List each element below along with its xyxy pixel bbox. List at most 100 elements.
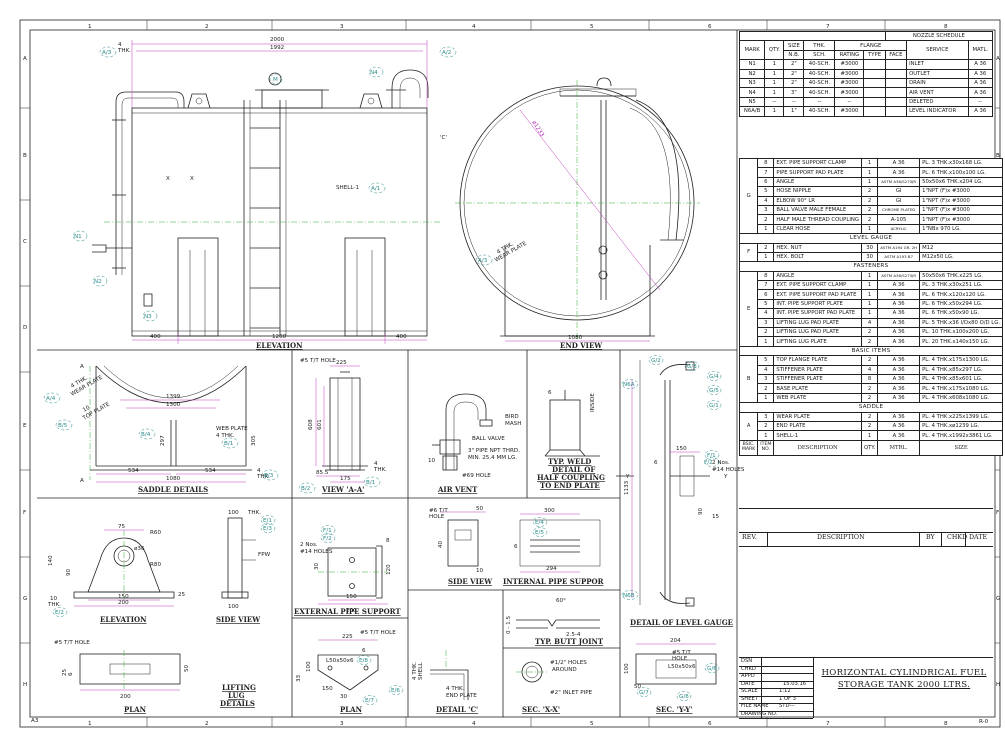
plan-support: 225 #5 T/T HOLE 6 L50x50x6 33 100 150 30… (296, 630, 404, 714)
dim-2000: 2000 (270, 37, 285, 43)
weld-detail-title-3: HALF COUPLING (537, 473, 605, 482)
svg-text:AROUND: AROUND (552, 667, 577, 673)
svg-text:A: A (80, 364, 84, 370)
revision-code: R-0 (979, 719, 989, 725)
nozzle-header-qty: QTY. (764, 40, 785, 61)
plan-support-title: PLAN (340, 705, 363, 714)
grid-row-label: H (996, 682, 1000, 688)
internal-side-view-title: SIDE VIEW (448, 577, 492, 586)
svg-text:THK.: THK. (256, 474, 270, 480)
svg-text:50: 50 (184, 664, 190, 672)
lifting-lug-elevation-title: ELEVATION (100, 615, 147, 624)
svg-text:N2: N2 (94, 279, 102, 285)
drawing-title-line-1: HORIZONTAL CYLINDRICAL FUEL (821, 668, 987, 678)
svg-text:E/5: E/5 (535, 530, 544, 536)
grid-col-label: 4 (472, 24, 476, 30)
svg-text:#5 T/T HOLE: #5 T/T HOLE (360, 630, 396, 636)
svg-text:150: 150 (346, 594, 357, 600)
grid-row-label: G (23, 596, 27, 602)
view-aa-title: VIEW 'A-A' (321, 485, 364, 494)
svg-text:G/3: G/3 (687, 364, 697, 370)
sec-xx-title: SEC. 'X-X' (522, 705, 560, 714)
weld-detail: 6 INSIDE TYP. WELD DETAIL OF HALF COUPLI… (537, 390, 605, 490)
lifting-lug-detail: 75 R60 ø36 R80 140 90 150 200 25 10 THK.… (47, 510, 276, 714)
svg-text:R60: R60 (150, 530, 161, 536)
svg-text:534: 534 (205, 468, 216, 474)
svg-text:E/7: E/7 (365, 698, 374, 704)
dim-thk: THK. (117, 48, 131, 54)
grid-col-label: 8 (944, 721, 948, 727)
bom-section-title: BASIC ITEMS (738, 345, 1004, 357)
svg-text:6: 6 (362, 648, 366, 654)
grid-row-label: D (23, 325, 27, 331)
svg-text:294: 294 (546, 566, 557, 572)
svg-text:6: 6 (654, 460, 658, 466)
nozzle-subheader-face: FACE (884, 49, 908, 61)
grid-col-label: 6 (708, 24, 712, 30)
bom-zone: G (738, 157, 759, 235)
level-gauge-detail: 1133 150 6 90 15 2 Nos. #14 HOLES G/2 G/… (616, 355, 745, 627)
svg-text:150: 150 (676, 446, 687, 452)
nozzle-schedule-title: NOZZLE SCHEDULE (884, 30, 994, 42)
end-view: ø1233 1080 A/3 4 THK. WEAR PLATE END VIE… (455, 77, 700, 350)
rev-header-date: DATE (969, 534, 988, 541)
svg-text:A/4: A/4 (46, 396, 56, 402)
internal-pipe-support: #6 T/T HOLE 50 40 SIDE VIEW 300 6 294 10… (429, 506, 604, 586)
manhole (261, 89, 323, 109)
svg-text:204: 204 (670, 638, 681, 644)
svg-text:33: 33 (296, 674, 302, 682)
nozzle-header-flange: FLANGE (834, 40, 908, 51)
nozzle-header-thk: THK. (803, 40, 836, 51)
svg-text:#14 HOLES: #14 HOLES (300, 549, 333, 555)
svg-text:N4: N4 (370, 70, 378, 76)
grid-row-label: A (23, 56, 27, 62)
revision-block: REV. DESCRIPTION BY CHKD DATE (739, 508, 993, 547)
end-view-1080: 1080 (568, 335, 583, 341)
grid-col-label: 8 (944, 24, 948, 30)
svg-text:2.5-4: 2.5-4 (566, 632, 581, 638)
svg-text:40: 40 (438, 540, 444, 548)
grid-row-label: A (996, 56, 1000, 62)
svg-text:G/6: G/6 (707, 666, 717, 672)
svg-text:4 THK.: 4 THK. (446, 686, 465, 692)
svg-text:1080: 1080 (166, 476, 181, 482)
svg-text:G/4: G/4 (709, 374, 719, 380)
svg-text:30: 30 (340, 694, 348, 700)
saddle-right (344, 237, 386, 337)
svg-text:50: 50 (476, 506, 484, 512)
rev-header-rev: REV. (742, 534, 757, 541)
grid-col-label: 4 (472, 721, 476, 727)
svg-text:B/5: B/5 (58, 423, 68, 429)
sheet-size: A3 (31, 718, 39, 724)
grid-col-label: 5 (590, 24, 594, 30)
svg-text:100: 100 (228, 604, 239, 610)
saddle-details: 1399 1300 297 534 534 1080 4 THK. 305 A … (43, 364, 279, 494)
dim-400-right: 400 (396, 334, 407, 340)
grid-row-label: B (996, 153, 1000, 159)
svg-text:A/2: A/2 (442, 50, 451, 56)
grid-row-label: E (23, 423, 27, 429)
bom-section-title: LEVEL GAUGE (738, 233, 1004, 244)
elevation-tags: A/3 A/2 A/1 N1 N2 N3 N4 M 'C' X X (72, 46, 457, 322)
grid-col-label: 7 (826, 721, 830, 727)
shell-label: SHELL-1 (336, 185, 359, 191)
bom-header-row: BSIC. MARK ITEM NO. DESCRIPTION QTY. MTR… (738, 439, 1004, 456)
elevation-title: ELEVATION (256, 341, 303, 350)
dim-400-left: 400 (150, 334, 161, 340)
svg-text:N6A: N6A (623, 382, 635, 388)
svg-text:534: 534 (128, 468, 139, 474)
svg-text:Y: Y (723, 474, 728, 480)
dim-4: 4 (118, 42, 122, 48)
svg-text:10: 10 (50, 596, 58, 602)
